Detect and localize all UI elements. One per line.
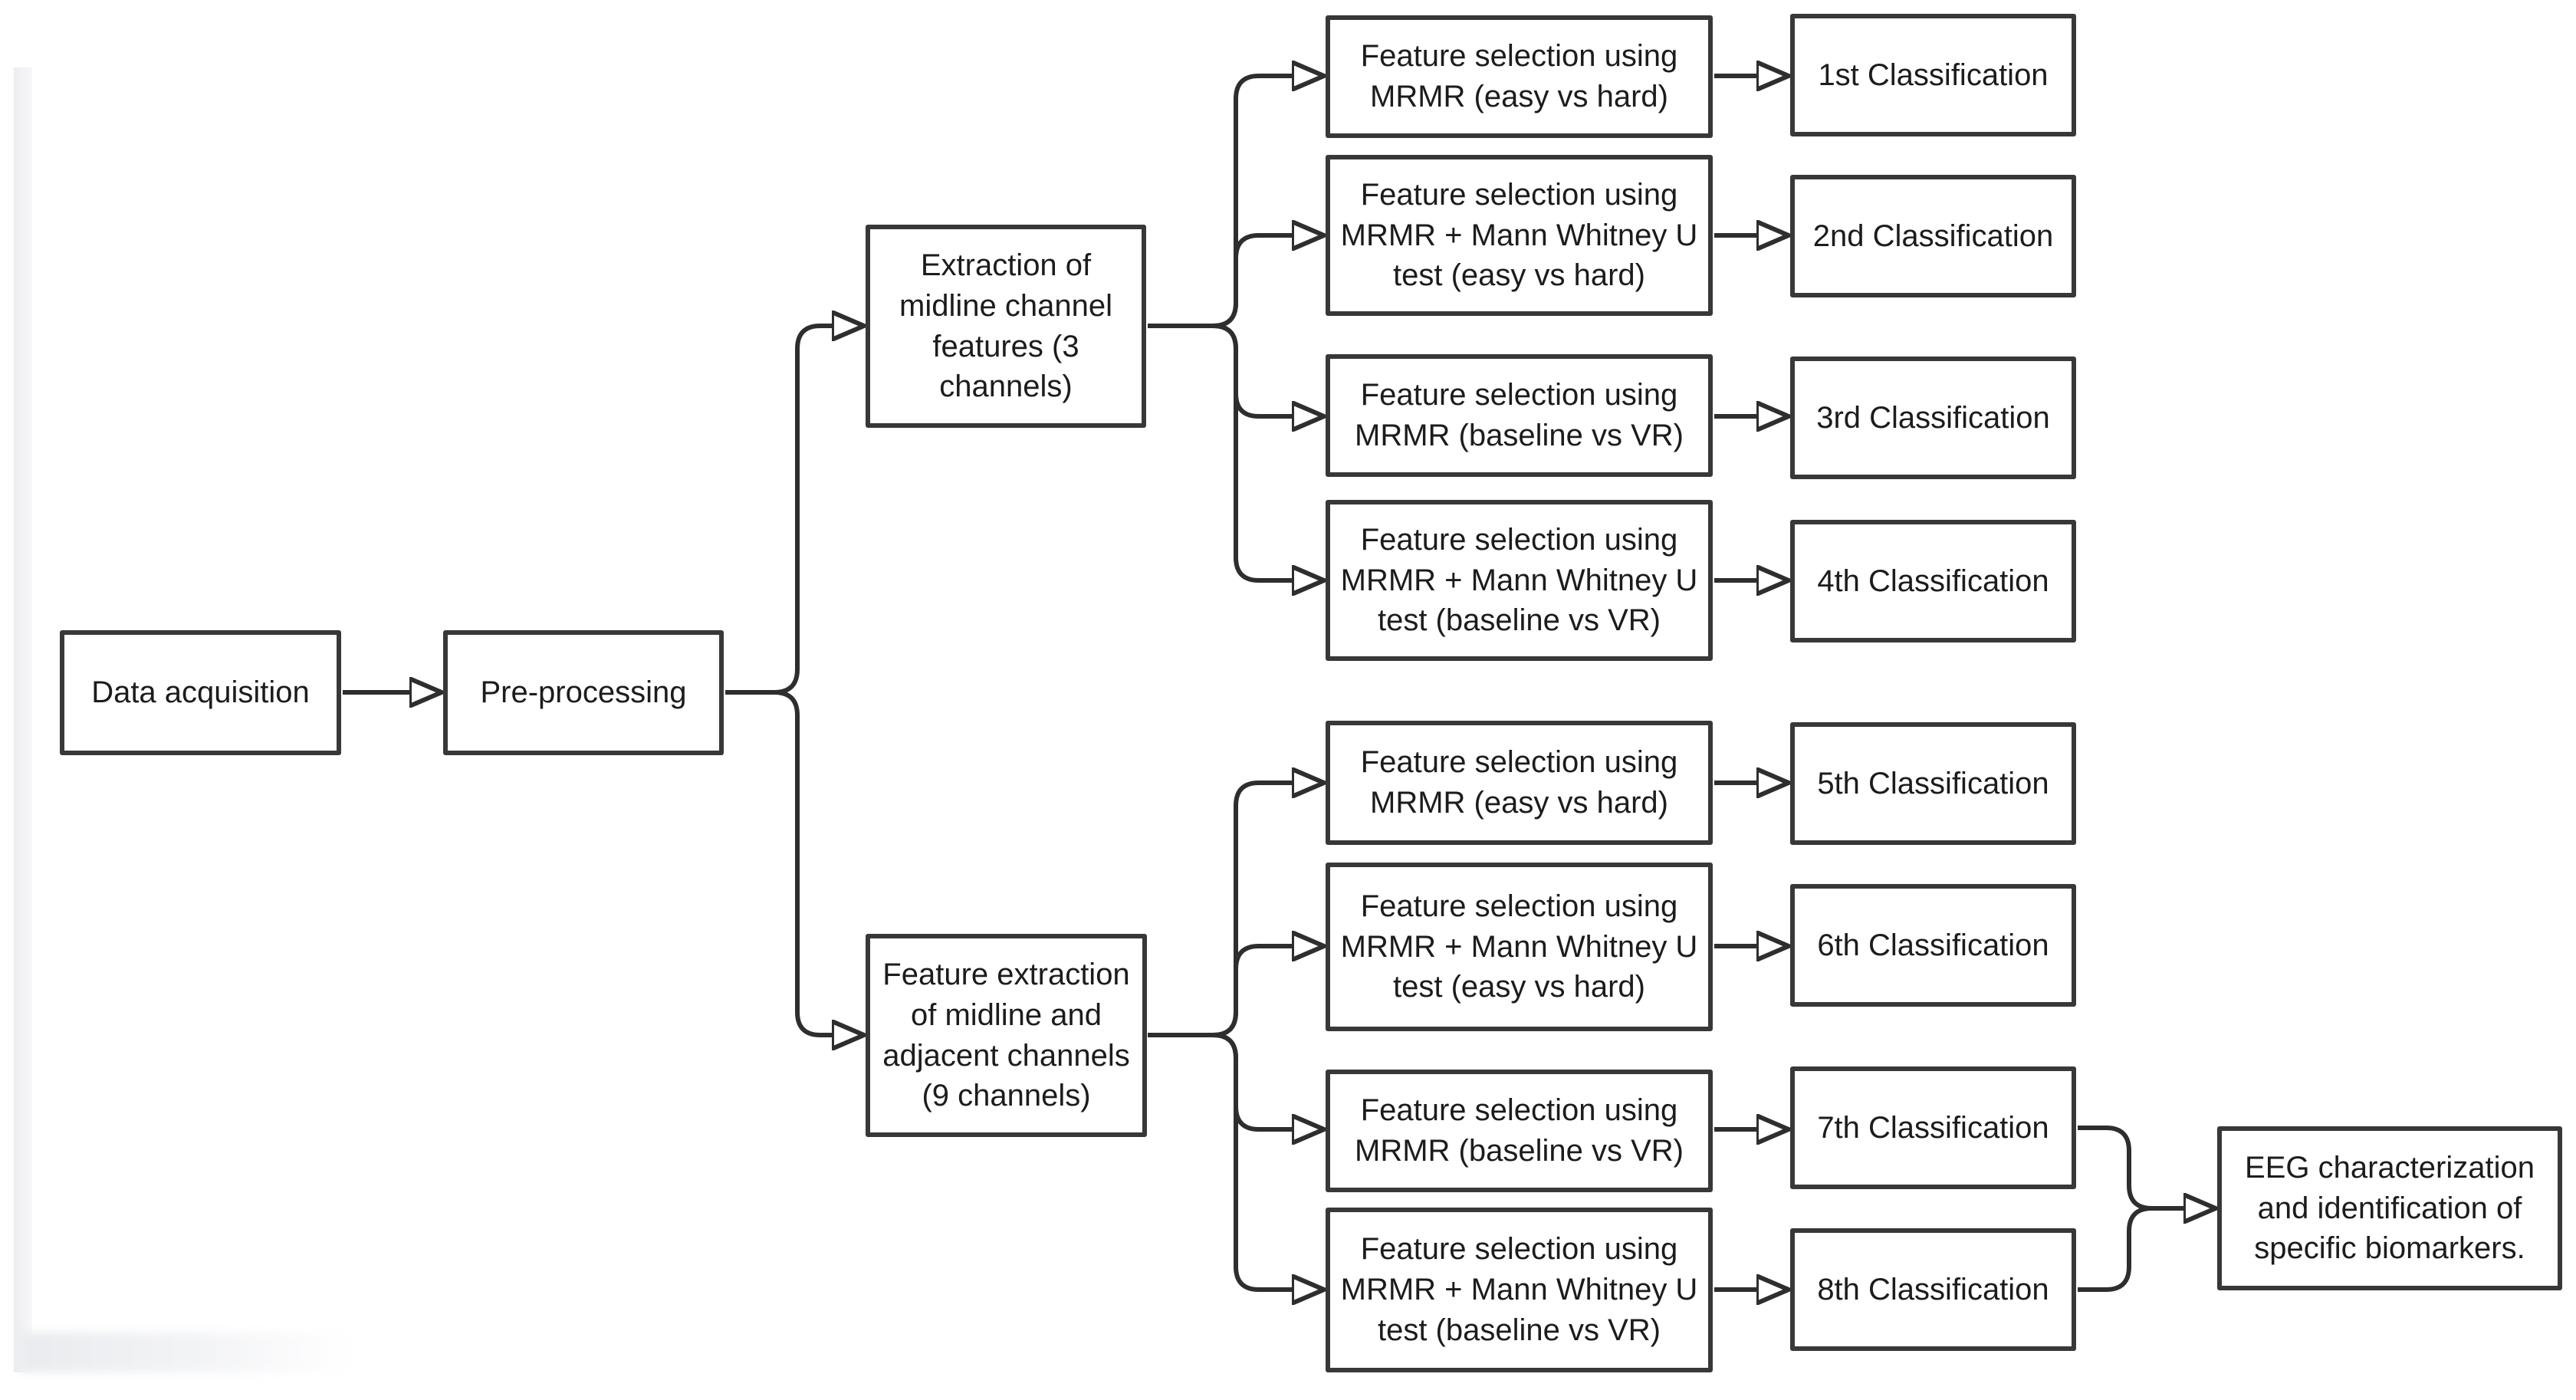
node-feature-selection-7: Feature selection using MRMR (baseline v… <box>1326 1070 1713 1192</box>
node-label: Feature selection using MRMR + Mann Whit… <box>1340 1232 1698 1347</box>
connector-ext9-to-fs5 <box>1148 783 1293 1037</box>
node-label: Feature selection using MRMR + Mann Whit… <box>1340 522 1698 638</box>
node-label: 6th Classification <box>1817 928 2049 962</box>
node-classification-5: 5th Classification <box>1790 722 2076 845</box>
node-label: 3rd Classification <box>1816 400 2050 435</box>
node-feature-selection-2: Feature selection using MRMR + Mann Whit… <box>1326 155 1713 316</box>
node-label: Feature selection using MRMR (baseline v… <box>1355 1093 1684 1168</box>
node-pre-processing: Pre-processing <box>443 630 724 755</box>
node-feature-selection-6: Feature selection using MRMR + Mann Whit… <box>1326 863 1713 1031</box>
connector-ext9-to-fs6 <box>1148 946 1293 1037</box>
node-label: 1st Classification <box>1818 58 2049 92</box>
scan-artifact-left-strip <box>14 67 32 1372</box>
connector-ext9-to-fs8 <box>1148 1033 1293 1290</box>
node-classification-1: 1st Classification <box>1790 14 2076 136</box>
connector-ext9-to-fs7 <box>1148 1033 1293 1129</box>
node-label: Data acquisition <box>91 675 310 710</box>
connector-ext3-to-fs4 <box>1148 324 1293 580</box>
node-classification-4: 4th Classification <box>1790 520 2076 642</box>
node-label: 4th Classification <box>1817 564 2049 598</box>
node-label: Feature selection using MRMR (easy vs ha… <box>1360 39 1678 113</box>
node-label: Feature selection using MRMR + Mann Whit… <box>1340 177 1698 293</box>
node-label: Feature selection using MRMR (baseline v… <box>1355 378 1684 452</box>
connector-c7-merge <box>2078 1126 2153 1211</box>
scan-artifact-bottom-smudge <box>21 1333 351 1372</box>
node-label: EEG characterization and identification … <box>2245 1150 2535 1266</box>
node-eeg-characterization: EEG characterization and identification … <box>2217 1126 2562 1290</box>
node-feature-selection-4: Feature selection using MRMR + Mann Whit… <box>1326 500 1713 661</box>
connector-ext3-to-fs2 <box>1148 235 1293 328</box>
node-classification-7: 7th Classification <box>1790 1066 2076 1189</box>
node-label: 2nd Classification <box>1812 219 2054 253</box>
connector-preprocessing-branch-down <box>725 690 833 1035</box>
node-feature-selection-3: Feature selection using MRMR (baseline v… <box>1326 354 1713 477</box>
node-feature-selection-8: Feature selection using MRMR + Mann Whit… <box>1326 1208 1713 1372</box>
connector-ext3-to-fs1 <box>1148 76 1293 328</box>
node-classification-3: 3rd Classification <box>1790 357 2076 479</box>
node-classification-6: 6th Classification <box>1790 884 2076 1007</box>
node-label: Pre-processing <box>480 675 687 710</box>
node-label: Feature extraction of midline and adjace… <box>882 957 1130 1113</box>
connector-preprocessing-branch-up <box>725 326 833 695</box>
node-extraction-midline-3ch: Extraction of midline channel features (… <box>866 225 1146 428</box>
node-label: 7th Classification <box>1817 1110 2049 1145</box>
node-feature-extraction-9ch: Feature extraction of midline and adjace… <box>866 934 1147 1137</box>
node-feature-selection-5: Feature selection using MRMR (easy vs ha… <box>1326 721 1713 845</box>
node-data-acquisition: Data acquisition <box>60 630 341 755</box>
node-feature-selection-1: Feature selection using MRMR (easy vs ha… <box>1326 15 1713 138</box>
node-label: 8th Classification <box>1817 1272 2049 1306</box>
node-label: Feature selection using MRMR (easy vs ha… <box>1360 745 1678 820</box>
node-label: Extraction of midline channel features (… <box>899 248 1112 404</box>
connector-c8-merge <box>2078 1206 2153 1292</box>
node-label: Feature selection using MRMR + Mann Whit… <box>1340 889 1698 1004</box>
node-classification-8: 8th Classification <box>1790 1228 2076 1351</box>
connector-ext3-to-fs3 <box>1148 324 1293 416</box>
node-label: 5th Classification <box>1817 766 2049 800</box>
node-classification-2: 2nd Classification <box>1790 175 2076 297</box>
